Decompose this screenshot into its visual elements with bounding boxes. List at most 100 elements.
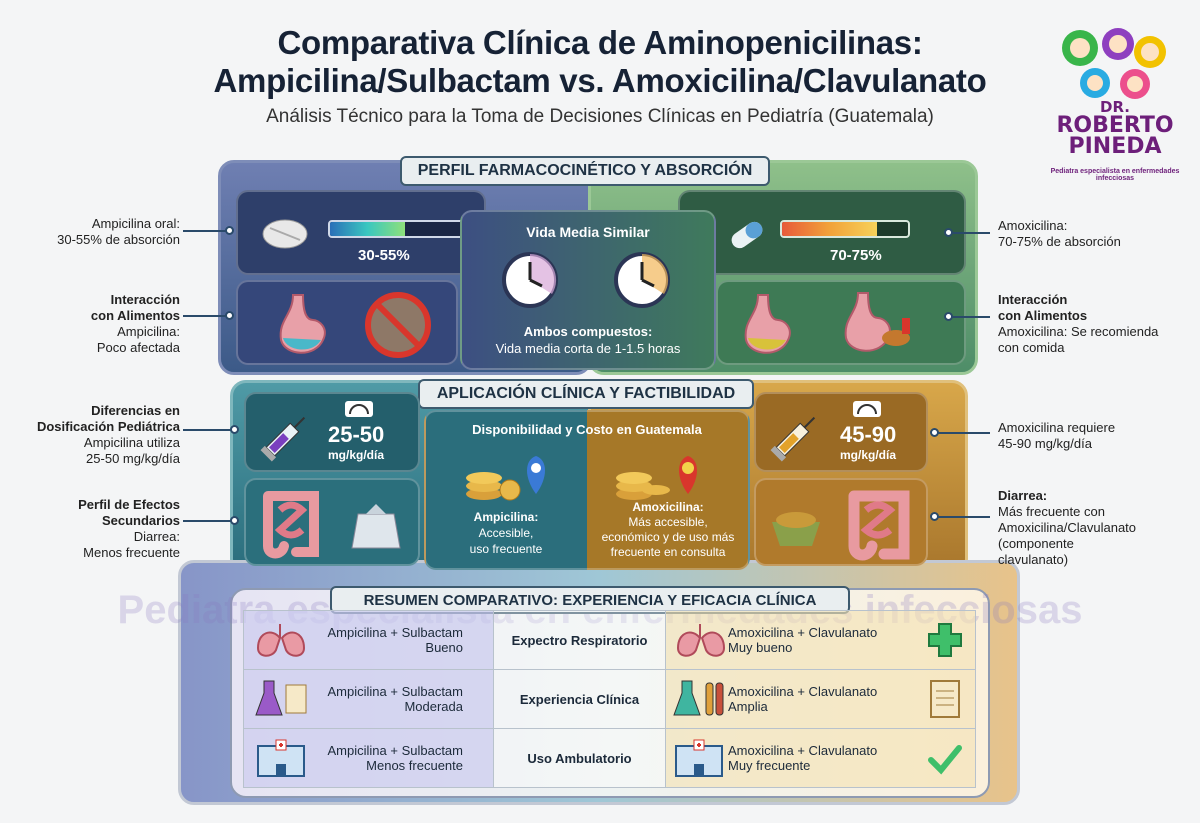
scroll-document-icon [930,680,960,718]
page-title-line1: Comparativa Clínica de Aminopenicilinas: [277,24,923,61]
table-row: Ampicilina + Sulbactam Bueno Expectro Re… [243,610,976,670]
connector-line [935,516,990,518]
left-dose-cell: 25-50 mg/kg/día [244,392,420,472]
left-dose-value: 25-50 [328,422,385,447]
clock-icon [502,252,558,308]
left-cell: Ampicilina + Sulbactam Menos frecuente [243,728,494,788]
label-line: Perfil de Efectos [78,497,180,512]
section1-header: PERFIL FARMACOCINÉTICO Y ABSORCIÓN [400,156,770,186]
label-line: con Alimentos [90,308,180,323]
logo-name2: PINEDA [1068,134,1162,159]
left-value: Moderada [404,699,463,714]
bowl-icon [772,512,820,546]
flask-document-icon [255,680,307,716]
left-cell: Ampicilina + Sulbactam Moderada [243,669,494,729]
side-label-absorption-right: Amoxicilina: 70-75% de absorción [998,218,1188,250]
flask-tubes-icon [673,680,724,716]
label-line: Más frecuente con [998,504,1105,519]
label-line: con comida [998,340,1065,355]
label-line: Interacción [998,292,1068,307]
left-availability-line1: Accesible, [478,526,534,540]
criterion-cell: Expectro Respiratorio [493,610,666,670]
connector-dot [225,226,234,235]
label-line: 25-50 mg/kg/día [86,451,180,466]
no-food-icon [365,292,431,358]
table-row: Ampicilina + Sulbactam Moderada Experien… [243,669,976,729]
right-drug: Amoxicilina + Clavulanato [728,625,878,640]
right-availability-line2: económico y de uso más [601,530,735,544]
label-line: con Alimentos [998,308,1088,323]
left-drug: Ampicilina + Sulbactam [327,743,463,758]
right-drug: Amoxicilina + Clavulanato [728,743,878,758]
section2-header: APLICACIÓN CLÍNICA Y FACTIBILIDAD [418,379,754,409]
right-value: Amplia [728,699,768,714]
availability-cell: Disponibilidad y Costo en Guatemala Ampi… [424,410,750,570]
label-line: Diarrea: [998,488,1048,503]
clock-icon [614,252,670,308]
stomach-icon [744,294,791,354]
medical-cross-icon [928,623,962,657]
connector-dot [230,516,239,525]
right-dose-value: 45-90 [840,422,897,447]
connector-line [950,316,990,318]
criterion-cell: Uso Ambulatorio [493,728,666,788]
left-food-cell [236,280,458,365]
label-line: Poco afectada [96,340,180,355]
label-line: Interacción [110,292,180,307]
side-label-diarrhea-right: Diarrea: Más frecuente con Amoxicilina/C… [998,488,1188,568]
gauge-icon [853,401,881,417]
criterion-cell: Experiencia Clínica [493,669,666,729]
syringe-icon [260,416,306,462]
hospital-icon [675,739,723,777]
left-side-effects-cell [244,478,420,566]
capsule-icon [731,221,763,249]
connector-line [183,429,233,431]
summary-table: Ampicilina + Sulbactam Bueno Expectro Re… [243,610,976,788]
left-absorption-value: 30-55% [358,247,410,264]
left-absorption-fill [330,222,405,236]
table-row: Ampicilina + Sulbactam Menos frecuente U… [243,728,976,788]
right-dose-cell: 45-90 mg/kg/día [754,392,928,472]
intestine-icon [263,491,319,559]
left-value: Bueno [425,640,463,655]
connector-line [183,520,233,522]
lungs-icon [256,624,306,657]
right-cell: Amoxicilina + Clavulanato Muy frecuente [665,728,976,788]
gauge-icon [345,401,373,417]
label-line: Ampicilina: [117,324,180,339]
half-life-text2: Vida media corta de 1-1.5 horas [495,341,681,356]
label-line: Diarrea: [133,529,180,544]
label-line: 70-75% de absorción [998,234,1121,249]
connector-dot [930,428,939,437]
label-line: Ampicilina oral: [91,216,180,231]
label-line: Amoxicilina: Se recomienda [998,324,1159,339]
left-availability-line2: uso frecuente [469,542,543,556]
left-value: Menos frecuente [366,758,463,773]
label-line: Menos frecuente [83,545,180,560]
label-line: Diferencias en [91,403,180,418]
side-label-food-left: Interacción con Alimentos Ampicilina: Po… [20,292,180,356]
connector-dot [930,512,939,521]
label-line: Ampicilina utiliza [83,435,180,450]
connector-line [935,432,990,434]
connector-dot [230,425,239,434]
connector-dot [225,311,234,320]
side-label-food-right: Interacción con Alimentos Amoxicilina: S… [998,292,1188,356]
syringe-icon [770,416,816,462]
coins-location-icon [616,456,697,500]
checkmark-icon [928,745,962,775]
right-availability-line1: Más accesible, [628,515,708,529]
left-absorption-cell: 30-55% [236,190,486,275]
kids-logo-icon [1062,28,1166,99]
right-food-cell [716,280,966,365]
page-subtitle: Análisis Técnico para la Toma de Decisio… [266,106,934,127]
availability-title: Disponibilidad y Costo en Guatemala [472,422,702,437]
label-line: 30-55% de absorción [57,232,180,247]
label-line: Amoxicilina: [998,218,1068,233]
label-line: 45-90 mg/kg/día [998,436,1092,451]
logo-dr: DR. [1100,98,1130,116]
connector-dot [944,228,953,237]
side-label-absorption-left: Ampicilina oral: 30-55% de absorción [20,216,180,248]
pill-tablet-icon [262,219,308,249]
right-value: Muy bueno [728,640,793,655]
